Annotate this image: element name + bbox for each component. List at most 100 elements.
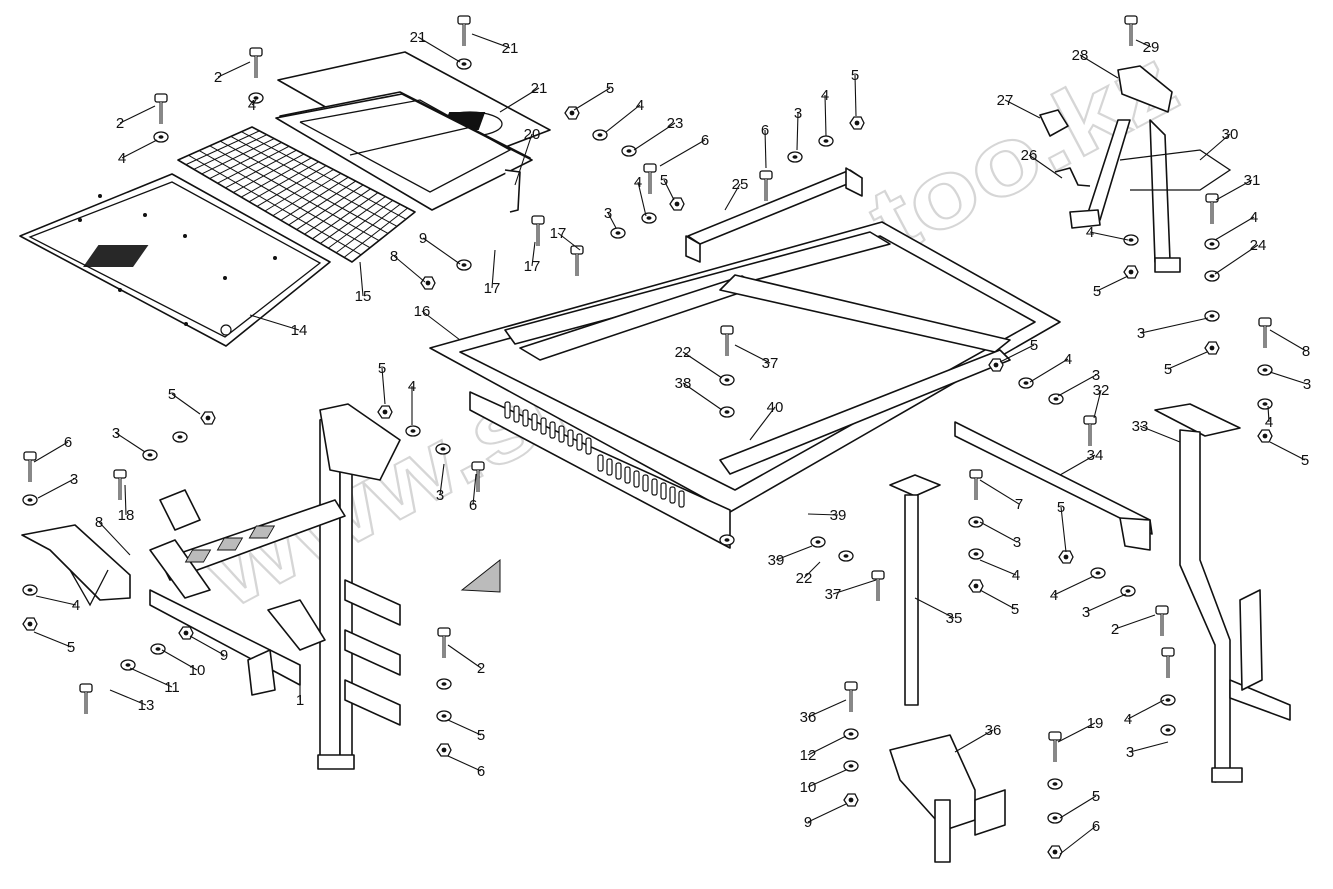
part-32-cross-rail — [954, 421, 1153, 551]
part-26-cap — [1117, 65, 1173, 113]
nut-glyph-58 — [843, 793, 859, 807]
leader-line-78 — [724, 183, 741, 211]
leader-line-80 — [1004, 99, 1041, 119]
washer-glyph-69 — [435, 443, 451, 455]
bolt-glyph-2 — [249, 47, 263, 78]
part-14-main-frame — [429, 221, 1061, 549]
leader-line-8 — [115, 432, 146, 453]
callout-label: 4 — [1050, 587, 1058, 604]
callout-label: 5 — [851, 67, 859, 84]
callout-label: 4 — [1012, 567, 1020, 584]
leader-line-44 — [447, 755, 482, 772]
callout-label: 24 — [1250, 237, 1267, 254]
leader-line-85 — [1093, 389, 1102, 419]
callout-label: 4 — [1124, 711, 1132, 728]
callout-label: 13 — [138, 697, 155, 714]
bolt-glyph-29 — [1258, 317, 1272, 348]
callout-label: 39 — [768, 552, 785, 569]
leader-line-46 — [659, 139, 706, 167]
leader-line-4 — [1114, 614, 1156, 630]
callout-label: 22 — [796, 570, 813, 587]
callout-label: 9 — [804, 814, 812, 831]
callout-label: 4 — [1086, 224, 1094, 241]
leader-line-35 — [1096, 275, 1129, 292]
part-1-front-frame — [149, 403, 401, 770]
nut-glyph-33 — [988, 358, 1004, 372]
callout-label: 6 — [469, 497, 477, 514]
leader-line-89 — [954, 729, 994, 753]
leader-line-51 — [1269, 329, 1307, 352]
washer-glyph-43 — [1120, 585, 1136, 597]
callout-label: 28 — [1072, 47, 1089, 64]
washer-glyph-5 — [456, 58, 472, 70]
callout-label: 9 — [220, 647, 228, 664]
part-23-cross-bar — [685, 167, 863, 263]
leader-line-12 — [1057, 374, 1097, 397]
washer-glyph-46 — [1160, 694, 1176, 706]
callout-label: 5 — [1030, 337, 1038, 354]
callout-label: 3 — [1013, 534, 1021, 551]
callout-label: 15 — [355, 288, 372, 305]
bolt-glyph-4 — [457, 15, 471, 46]
washer-glyph-76 — [22, 494, 38, 506]
leader-line-28 — [1127, 699, 1165, 720]
callout-label: 4 — [248, 97, 256, 114]
bolt-glyph-36 — [1083, 415, 1097, 446]
callout-label: 30 — [1222, 126, 1239, 143]
leader-line-49 — [33, 441, 69, 463]
washer-glyph-72 — [172, 431, 188, 443]
leader-line-87 — [1059, 454, 1096, 476]
washer-glyph-60 — [1047, 778, 1063, 790]
leader-line-11 — [1269, 371, 1308, 385]
callout-label: 4 — [634, 174, 642, 191]
callout-label: 4 — [1265, 414, 1273, 431]
leader-line-42 — [171, 393, 201, 415]
bolt-glyph-59 — [1048, 731, 1062, 762]
callout-label: 36 — [985, 722, 1002, 739]
callout-label: 10 — [800, 779, 817, 796]
leader-line-9 — [439, 463, 445, 496]
washer-glyph-22 — [1123, 234, 1139, 246]
part-31-rear-post — [1154, 403, 1291, 783]
callout-label: 16 — [414, 303, 431, 320]
part-34-mount — [889, 734, 1006, 863]
washer-glyph-68 — [405, 425, 421, 437]
leader-line-66 — [531, 241, 536, 267]
callout-label: 4 — [1064, 351, 1072, 368]
leader-line-38 — [999, 344, 1035, 363]
callout-label: 38 — [675, 375, 692, 392]
leader-line-17 — [121, 139, 158, 159]
callout-label: 3 — [604, 205, 612, 222]
callout-label: 21 — [531, 80, 548, 97]
washer-glyph-1 — [153, 131, 169, 143]
callout-label: 2 — [1111, 621, 1119, 638]
leader-line-20 — [824, 94, 827, 137]
nut-glyph-41 — [1058, 550, 1074, 564]
nut-glyph-67 — [377, 405, 393, 419]
leader-line-34 — [854, 74, 857, 117]
callout-label: 5 — [168, 386, 176, 403]
callout-label: 21 — [410, 29, 427, 46]
bolt-glyph-75 — [23, 451, 37, 482]
callout-label: 6 — [701, 132, 709, 149]
leader-line-33 — [663, 179, 675, 201]
leader-line-53 — [393, 255, 426, 283]
washer-glyph-51 — [719, 534, 735, 546]
callout-label: 22 — [675, 344, 692, 361]
leader-line-43 — [33, 631, 72, 648]
leader-line-60 — [807, 735, 847, 756]
callout-label: 19 — [1087, 715, 1104, 732]
nut-glyph-78 — [22, 617, 38, 631]
hardware-layer — [22, 15, 1273, 859]
callout-label: 5 — [1057, 499, 1065, 516]
callout-label: 20 — [524, 126, 541, 143]
washer-glyph-8 — [621, 145, 637, 157]
nut-glyph-32 — [1257, 429, 1273, 443]
callout-label: 4 — [408, 378, 416, 395]
callout-label: 34 — [1087, 447, 1104, 464]
leader-line-31 — [1059, 795, 1097, 819]
callout-label: 5 — [67, 639, 75, 656]
bolt-glyph-18 — [531, 215, 545, 246]
